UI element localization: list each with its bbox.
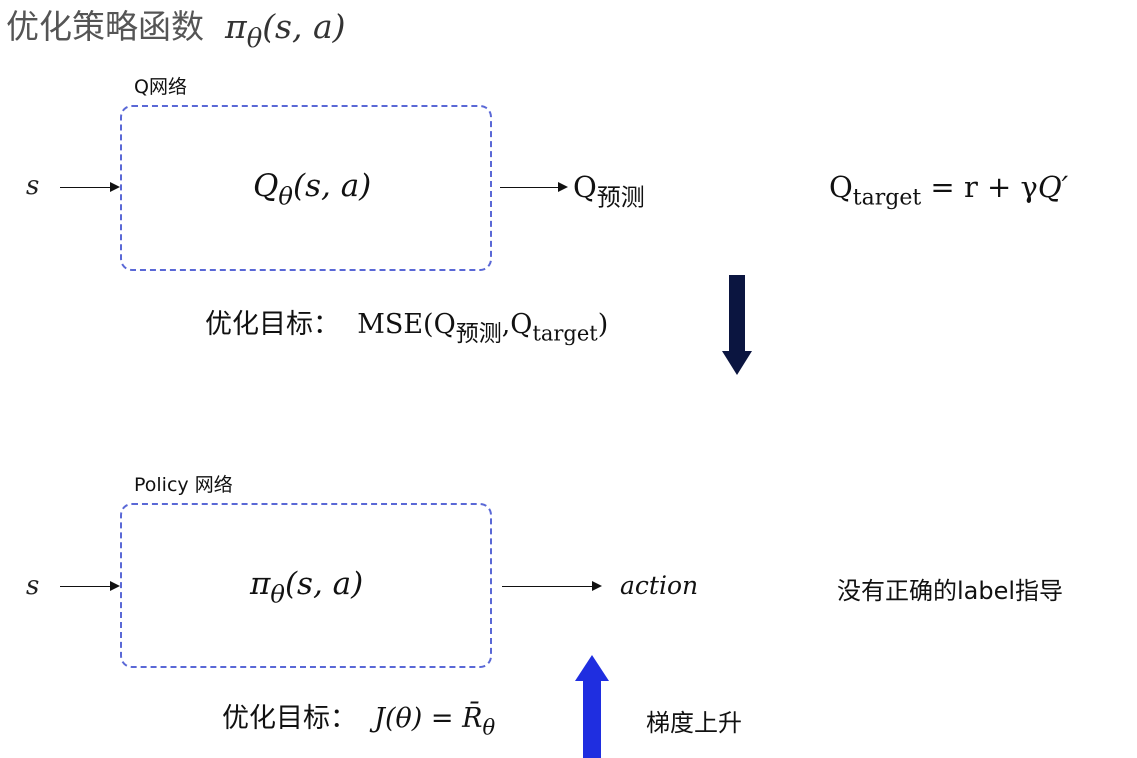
q-target-equation: Qtarget = r + γQ′ [829,170,1069,211]
gradient-ascent-note: 梯度上升 [646,709,742,737]
big-down-arrow [722,275,752,375]
policy-network-label: Policy 网络 [134,474,233,496]
q-objective: 优化目标： MSE(Q预测,Qtarget) [205,302,608,348]
q-target-main: Q [829,170,853,204]
policy-objective: 优化目标： J(θ) = R̄θ [222,696,495,739]
page-title: 优化策略函数 πθ(s, a) [6,0,346,54]
q-objective-expr: MSE(Q预测,Qtarget) [357,309,609,348]
policy-output-arrow [502,581,602,591]
q-network-function: Qθ(s, a) [253,168,372,211]
q-objective-label: 优化目标： [205,309,340,340]
no-label-note: 没有正确的label指导 [837,577,1064,605]
q-predicted-output: Q预测 [573,170,645,212]
title-text: 优化策略函数 [6,7,204,46]
q-target-sub: target [852,185,922,211]
policy-objective-expr: J(θ) = R̄θ [365,703,496,740]
policy-network-input: s [26,571,40,601]
policy-network-box [120,503,492,668]
q-pred-main: Q [573,170,597,204]
policy-output-action: action [620,571,699,600]
q-pred-sub: 预测 [596,183,645,212]
policy-input-arrow [60,581,120,591]
q-network-box [120,105,492,271]
q-input-arrow [60,182,120,192]
q-network-input: s [26,171,40,201]
title-math: πθ(s, a) [214,7,346,54]
q-output-arrow [500,182,568,192]
q-network-label: Q网络 [134,76,187,98]
big-up-arrow [575,655,609,758]
policy-objective-label: 优化目标： [222,703,357,734]
policy-network-function: πθ(s, a) [250,566,364,609]
